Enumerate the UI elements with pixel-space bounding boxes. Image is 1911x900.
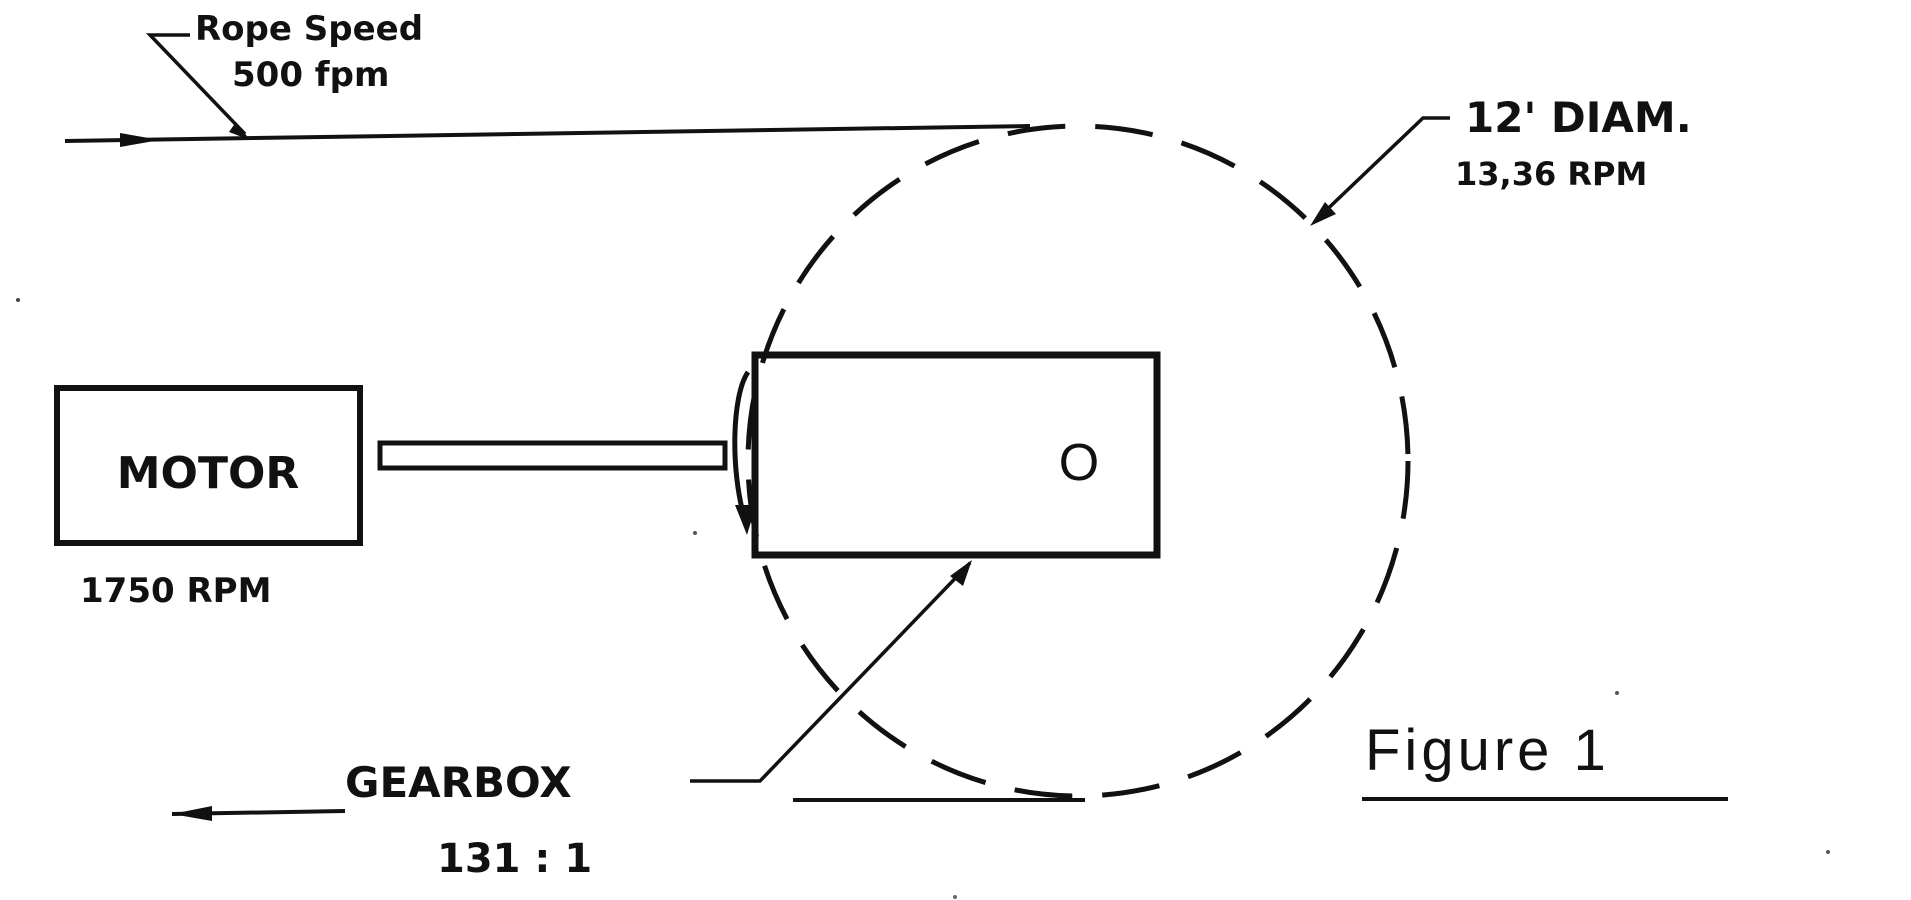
- speck: [1615, 691, 1619, 695]
- rope-speed-leader-line: [145, 33, 247, 136]
- drum-diameter-label: 12' DIAM.: [1465, 93, 1692, 142]
- gearbox-box: [751, 351, 1161, 559]
- drum-outline: [745, 123, 1411, 799]
- top-rope: [64, 124, 1031, 147]
- drum-rpm-label: 13,36 RPM: [1455, 155, 1647, 193]
- bottom-rope: [171, 798, 1085, 821]
- speck: [693, 531, 697, 535]
- gearbox-leader: [690, 560, 972, 783]
- scan-specks: [16, 298, 1830, 899]
- rope-speed-leader-arrow: [229, 122, 250, 140]
- motor-box: [54, 385, 363, 546]
- hub-marker: O: [1059, 434, 1099, 492]
- bottom-rope-arrow: [172, 806, 212, 821]
- drum-leader: [1310, 116, 1450, 226]
- top-rope-arrow: [120, 133, 160, 147]
- gearbox-label: GEARBOX: [345, 758, 572, 807]
- rope-speed-value: 500 fpm: [232, 55, 389, 95]
- drive-shaft: [377, 440, 728, 471]
- rotation-arrow-curve: [732, 370, 751, 521]
- rotation-arrow: [732, 370, 756, 535]
- gearbox-leader-arrow: [950, 560, 972, 586]
- motor-label: MOTOR: [117, 448, 300, 499]
- drum-leader-line: [1314, 116, 1450, 222]
- rope-speed-leader: [145, 33, 250, 140]
- gearbox-leader-line: [690, 561, 972, 783]
- drum-leader-arrow: [1310, 202, 1336, 226]
- top-rope-line: [64, 124, 1031, 143]
- speck: [16, 298, 20, 302]
- rotation-arrow-head: [735, 505, 756, 535]
- gearbox-ratio: 131 : 1: [437, 836, 592, 882]
- figure-caption: Figure 1: [1365, 718, 1610, 783]
- motor-rpm-label: 1750 RPM: [80, 571, 271, 611]
- rope-speed-label: Rope Speed: [195, 9, 423, 49]
- speck: [953, 895, 957, 899]
- speck: [1826, 850, 1830, 854]
